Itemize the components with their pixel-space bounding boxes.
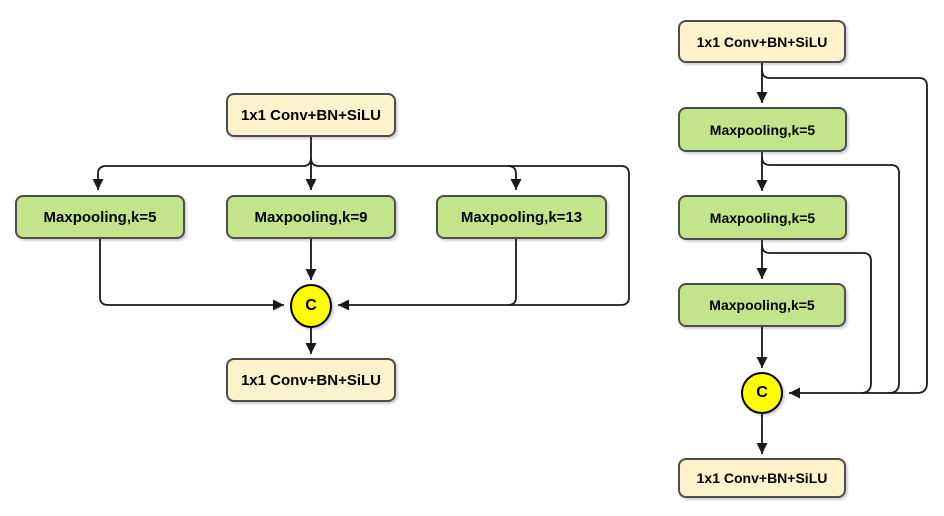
sppf-edge-skip-inner (761, 244, 872, 394)
spp-edge-fork-right-skip-to-concat (310, 157, 630, 311)
spp-concat-node: C (290, 284, 332, 328)
spp-maxpool-k5-box: Maxpooling,k=5 (15, 195, 185, 239)
spp-edge-mp5-to-concat (99, 239, 284, 311)
spp-maxpool-k9-box: Maxpooling,k=9 (226, 195, 396, 239)
sppf-edge-skip-middle (761, 156, 900, 394)
sppf-conv-out-box: 1x1 Conv+BN+SiLU (678, 458, 846, 498)
sppf-connectors (756, 63, 928, 454)
spp-edge-branch-to-mp13 (507, 165, 522, 190)
sppf-edge-skip-outer-to-concat (761, 69, 928, 399)
sppf-maxpool-3-box: Maxpooling,k=5 (678, 283, 846, 327)
spp-edge-mp13-to-concat (507, 239, 517, 306)
sppf-maxpool-1-box: Maxpooling,k=5 (678, 107, 847, 152)
sppf-conv-in-box: 1x1 Conv+BN+SiLU (678, 20, 846, 63)
spp-conv-out-box: 1x1 Conv+BN+SiLU (226, 358, 396, 402)
spp-edge-fork-left-to-mp5 (92, 157, 312, 190)
sppf-maxpool-2-box: Maxpooling,k=5 (678, 195, 847, 240)
spp-conv-in-box: 1x1 Conv+BN+SiLU (226, 93, 396, 137)
spp-maxpool-k13-box: Maxpooling,k=13 (436, 195, 607, 239)
sppf-concat-node: C (741, 372, 783, 414)
spp-connectors (92, 137, 630, 354)
